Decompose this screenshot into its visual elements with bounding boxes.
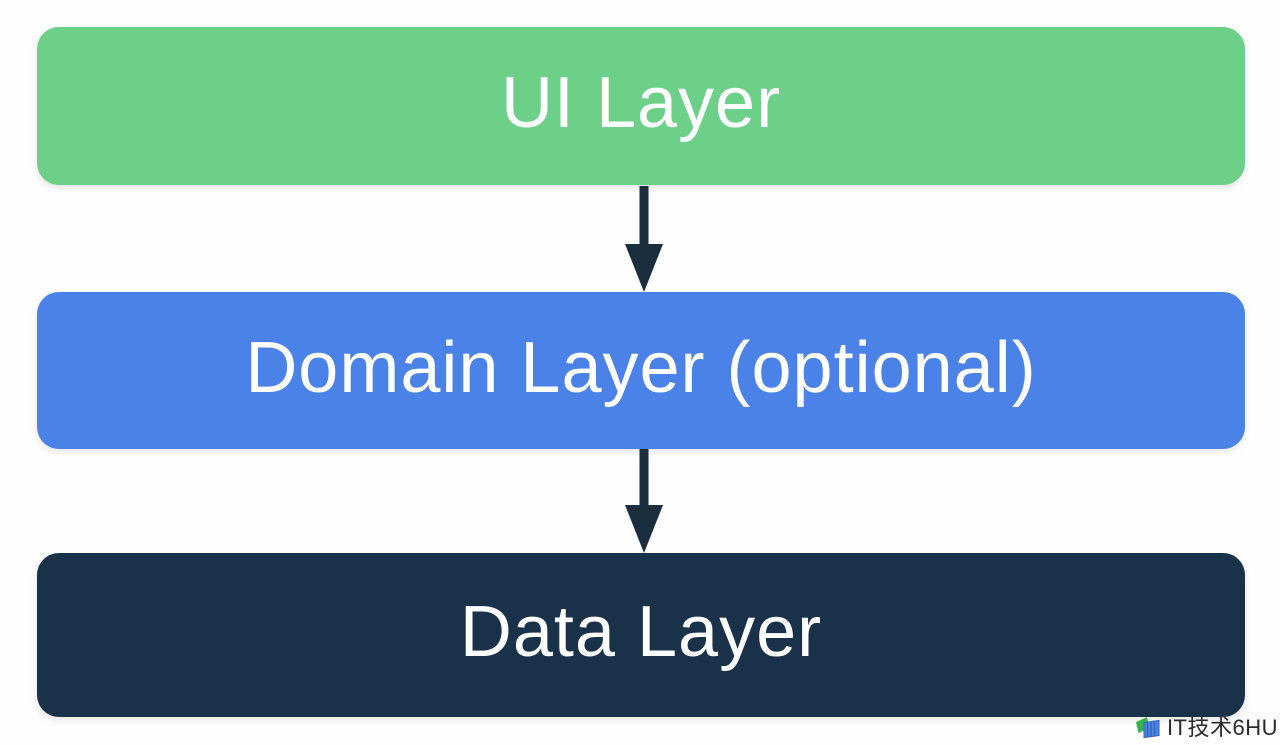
arrow-down-icon [625, 449, 663, 553]
data-layer-box: Data Layer [37, 553, 1245, 717]
domain-layer-box: Domain Layer (optional) [37, 292, 1245, 449]
data-layer-label: Data Layer [459, 592, 823, 672]
ui-layer-box: UI Layer [37, 27, 1245, 185]
watermark: IT技术6HU [1135, 714, 1278, 741]
watermark-text: IT技术6HU [1166, 714, 1278, 740]
arrow-down-icon [625, 186, 663, 292]
book-logo-icon [1135, 714, 1162, 741]
domain-layer-label: Domain Layer (optional) [245, 327, 1037, 408]
ui-layer-label: UI Layer [500, 63, 782, 143]
